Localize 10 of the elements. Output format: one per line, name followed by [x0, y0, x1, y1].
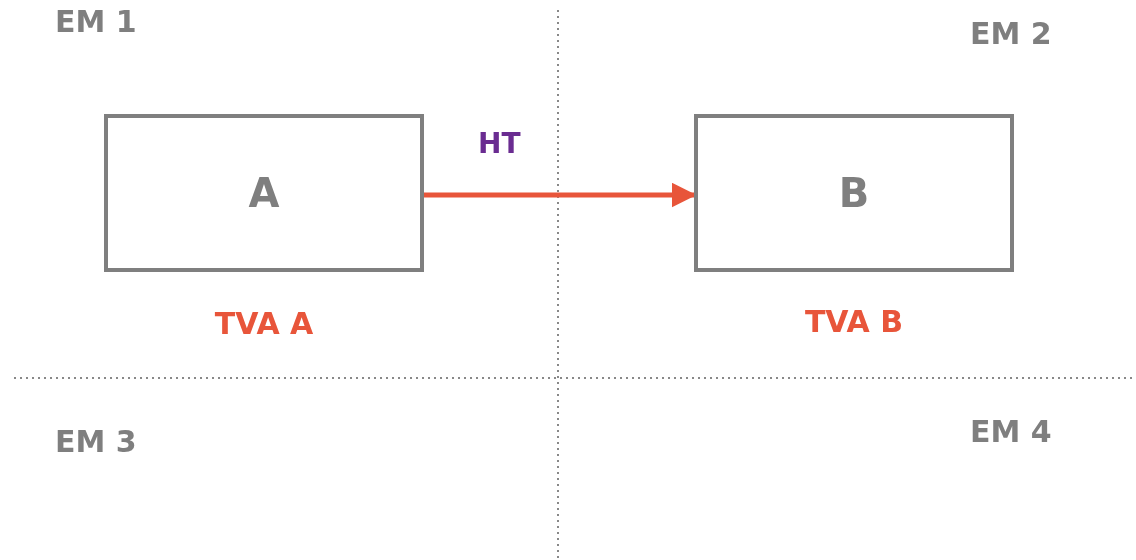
quadrant-label: EM 1	[55, 4, 137, 39]
quadrant-label: EM 2	[970, 16, 1052, 51]
node-caption: TVA B	[804, 304, 904, 339]
process-box	[104, 114, 424, 272]
quadrant-label: EM 3	[55, 424, 137, 459]
box-label: A	[248, 170, 280, 216]
box-label: B	[838, 170, 870, 216]
quadrant-label: EM 4	[970, 414, 1052, 449]
process-box	[694, 114, 1014, 272]
node-caption: TVA A	[214, 306, 314, 341]
